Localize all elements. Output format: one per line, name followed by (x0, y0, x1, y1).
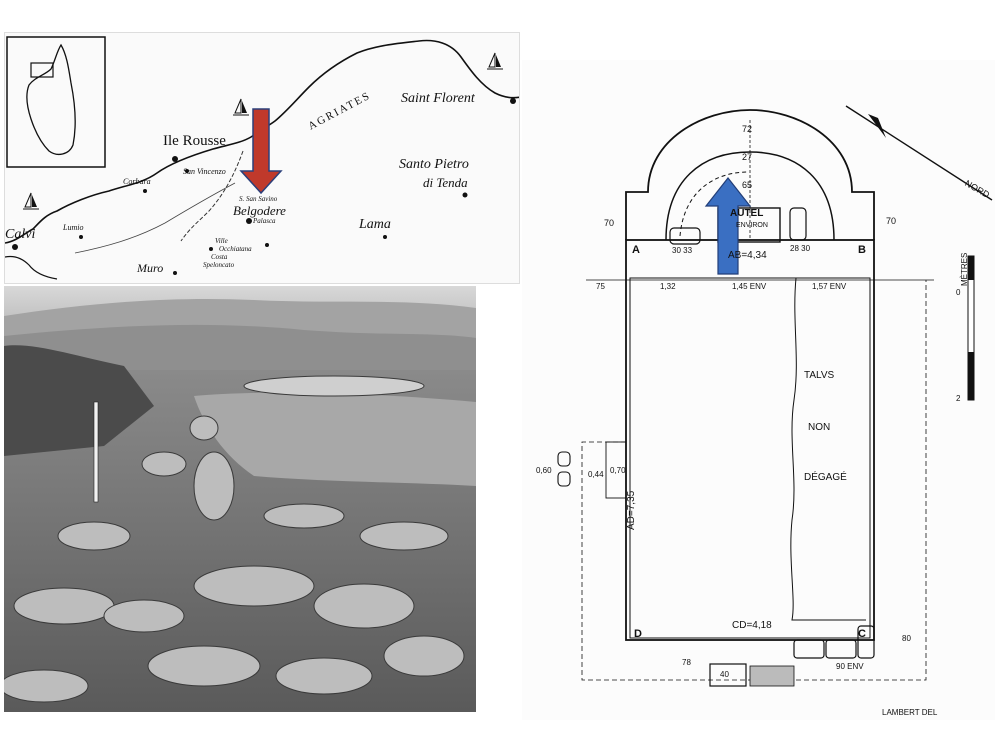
dim-27: 27 (742, 152, 753, 162)
dim-0-60: 0,60 (536, 466, 552, 475)
label-palasca: Palasca (253, 217, 276, 225)
photo-scale-rod (93, 401, 99, 503)
scale-bar (967, 255, 975, 401)
label-ile-rousse: Ile Rousse (163, 133, 226, 149)
map-linework (5, 36, 519, 280)
dim-70-right: 70 (886, 216, 897, 226)
dim-70-left: 70 (604, 218, 615, 228)
sailboat-icon (233, 98, 249, 116)
label-autel: AUTEL (730, 208, 764, 219)
label-muro: Muro (137, 261, 164, 275)
corner-blocks (793, 625, 875, 659)
label-san-vincenzo: San Vincenzo (183, 167, 226, 176)
north-arrow-head (868, 114, 886, 138)
threshold-gravel (749, 665, 795, 687)
label-corbara: Corbara (123, 177, 151, 186)
corner-label-a: A (632, 244, 640, 256)
apse-outer (625, 109, 875, 240)
inset-corsica-outline (26, 43, 76, 156)
sailboat-icon (23, 192, 39, 210)
coastline-south (5, 255, 58, 280)
label-santo-pietro: Santo Pietro (399, 157, 469, 172)
dim-72: 72 (742, 124, 753, 134)
footer-credit: LAMBERT DEL (882, 708, 938, 717)
label-occhiatana: Occhiatana (219, 245, 252, 253)
label-metres: MÈTRES (960, 252, 969, 286)
outer-footprint (581, 280, 927, 681)
location-map: Ile Rousse Saint Florent Santo Pietro di… (4, 32, 520, 284)
altar-stone (789, 207, 807, 241)
label-di-tenda: di Tenda (423, 175, 468, 190)
blue-arrow-marker (704, 177, 752, 275)
talus-edge (790, 277, 866, 621)
nave-inner (629, 277, 871, 639)
dim-80: 80 (902, 634, 911, 643)
side-annex (605, 441, 627, 499)
label-speloncato: Speloncato (203, 261, 235, 269)
excavation-photo (4, 286, 476, 712)
dim-0-70: 0,70 (610, 466, 626, 475)
threshold-stone (709, 663, 747, 687)
photo-clearing (194, 392, 476, 486)
label-talus: TALVS (804, 370, 835, 381)
altar-stone (669, 227, 701, 245)
inset-frame (6, 36, 106, 168)
sailboat-icon (487, 52, 503, 70)
loose-stones (557, 451, 571, 487)
scale-two: 2 (956, 394, 961, 403)
dim-40: 40 (720, 670, 729, 679)
label-ab: AB=4,34 (728, 250, 767, 261)
apse-dashed (679, 171, 749, 237)
dim-65: 65 (742, 180, 753, 190)
dim-78: 78 (682, 658, 691, 667)
label-lama: Lama (359, 217, 391, 232)
scale-zero: 0 (956, 288, 961, 297)
church-floor-plan: A B C D AUTEL ENVIRON AB=4,34 AD=7,35 CD… (522, 60, 995, 720)
dim-75: 75 (596, 282, 605, 291)
label-san-savino: S. San Savino (239, 195, 278, 203)
dim-30-33: 30 33 (672, 246, 693, 255)
corner-label-c: C (858, 628, 866, 640)
label-non: NON (808, 422, 831, 433)
label-ad: AD=7,35 (626, 490, 637, 530)
dim-1-45: 1,45 ENV (732, 282, 767, 291)
label-ville: Ville (215, 237, 228, 245)
label-saint-florent: Saint Florent (401, 91, 475, 106)
corner-label-b: B (858, 244, 866, 256)
road (180, 150, 244, 242)
label-costa: Costa (211, 253, 228, 261)
dim-90: 90 ENV (836, 662, 864, 671)
corner-label-d: D (634, 628, 642, 640)
photo-vegetation (4, 345, 154, 456)
label-calvi: Calvi (5, 227, 36, 242)
dim-1-32: 1,32 (660, 282, 676, 291)
north-arrow (845, 105, 993, 201)
road (74, 182, 236, 254)
label-environ: ENVIRON (736, 222, 768, 229)
label-degage: DÉGAGÉ (804, 472, 847, 483)
photo-rendering (4, 286, 476, 712)
red-arrow-marker (239, 108, 283, 195)
plan-linework (557, 105, 993, 687)
dim-28-30: 28 30 (790, 244, 811, 253)
label-cd: CD=4,18 (732, 620, 772, 631)
dim-0-44: 0,44 (588, 470, 604, 479)
photo-hills-far (4, 324, 476, 376)
town-dots (12, 98, 516, 275)
label-lumio: Lumio (63, 223, 84, 232)
dim-1-57: 1,57 ENV (812, 282, 847, 291)
nave-wall (625, 239, 875, 641)
photo-stones (4, 375, 465, 703)
label-belgodere: Belgodere (233, 203, 286, 218)
inset-highlight-box (30, 62, 54, 78)
